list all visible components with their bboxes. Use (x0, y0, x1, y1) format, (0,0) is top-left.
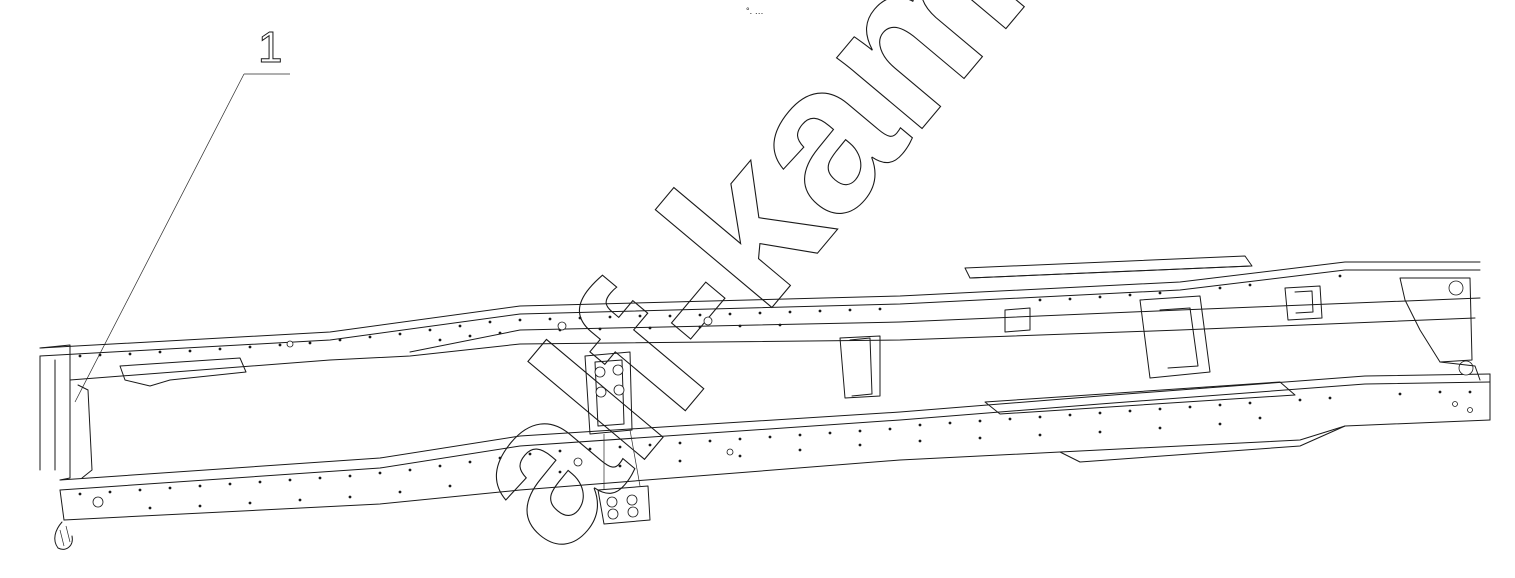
watermark-text: alf-kam.ru (414, 0, 1239, 578)
rivet-holes (78, 274, 1473, 510)
callout-label-1: 1 (258, 23, 282, 72)
far-side-rail (39, 255, 1481, 471)
watermark: alf-kam.ru (414, 0, 1240, 578)
callout-1: 1 (74, 23, 290, 403)
middle-cross-members (584, 277, 1481, 525)
front-cross-member (39, 344, 247, 550)
top-marks: °. … (746, 6, 764, 16)
near-side-rail (59, 373, 1491, 521)
